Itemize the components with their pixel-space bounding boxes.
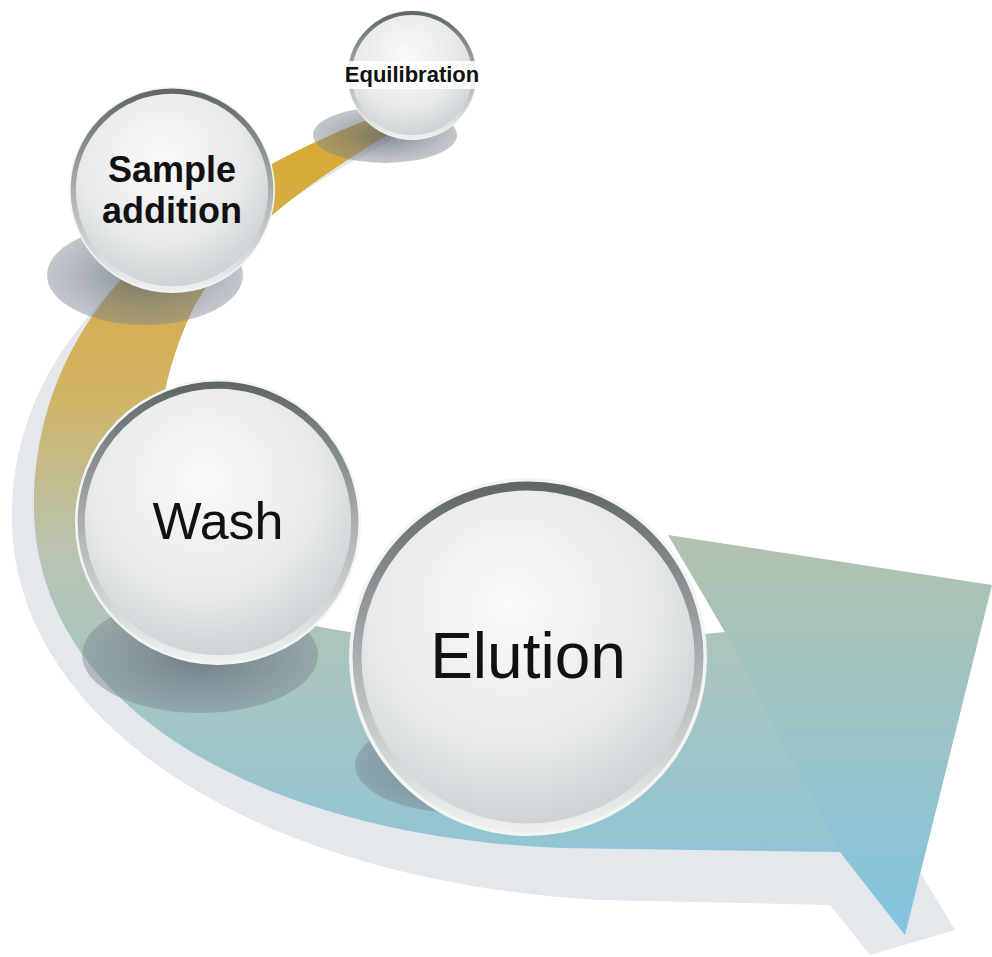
step-circle: Equilibration (346, 9, 478, 141)
circle-rim (75, 379, 361, 665)
step-label: Wash (153, 492, 284, 552)
circle-content: Elution (348, 477, 708, 837)
step-label: Elution (430, 620, 626, 694)
circle-rim (69, 87, 275, 293)
step-label: Equilibration (341, 61, 483, 88)
step-label: Sample addition (82, 149, 262, 232)
circle-content: Sample addition (68, 86, 276, 294)
step-circle: Wash (74, 378, 362, 666)
circle-face (73, 91, 271, 289)
step-circle: Elution (348, 477, 708, 837)
circle-rim (349, 478, 707, 836)
circle-content: Equilibration (346, 9, 478, 141)
swoosh-band (34, 88, 905, 935)
circle-face (357, 486, 699, 828)
circle-face (81, 385, 355, 659)
step-circle: Sample addition (68, 86, 276, 294)
arrow-head (668, 535, 992, 935)
circle-content: Wash (74, 378, 362, 666)
